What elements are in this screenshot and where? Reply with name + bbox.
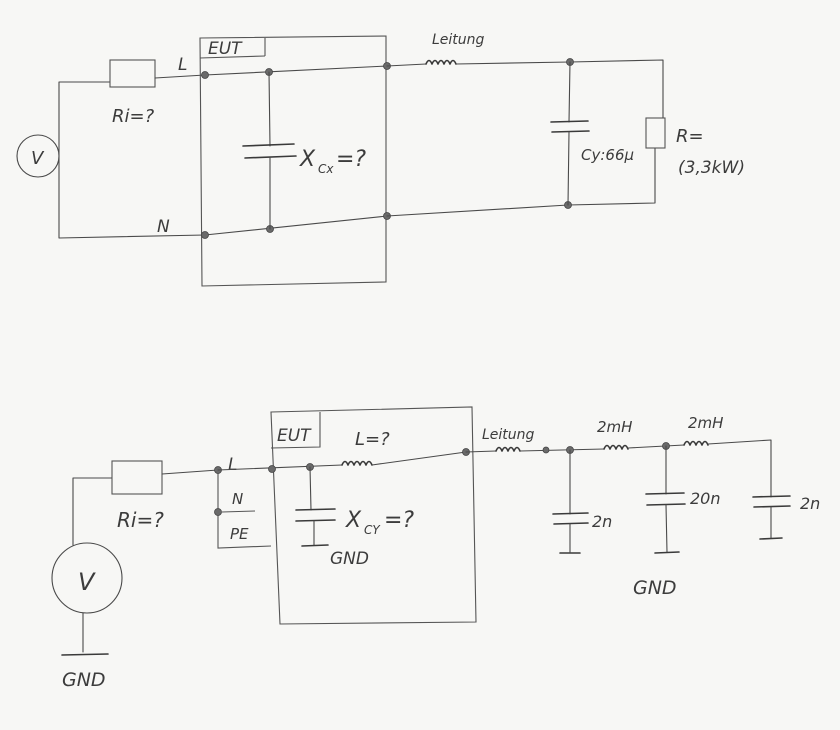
bottom-eut-title-frame [270, 412, 321, 449]
bottom-l-rail-right [371, 451, 467, 466]
bottom-c1-capacitor-plate [553, 522, 589, 525]
bottom-c2-label: 20n [690, 489, 721, 508]
top-source-label: V [31, 148, 45, 169]
bottom-cy-capacitor-plate [295, 519, 336, 522]
top-cy-label: Cy:66µ [581, 146, 634, 164]
top-eut-title-underline [199, 55, 266, 59]
top-cy-capacitor-plate [550, 120, 589, 123]
top-r-load-resistor [645, 117, 666, 149]
bottom-pe-label: PE [230, 525, 249, 543]
bottom-source-gnd-label: GND [62, 669, 106, 691]
bottom-l-inductor-icon [341, 460, 373, 466]
top-cx-lead-upper [268, 71, 271, 147]
bottom-circuit: V GND Ri=? L N PE EUT L=? X [51, 406, 820, 691]
bottom-c3-label: 2n [800, 494, 820, 513]
top-r-value: (3,3kW) [678, 158, 745, 178]
top-leitung-label: Leitung [432, 32, 485, 48]
top-l-line-right [455, 59, 664, 119]
bottom-leitung-inductor-icon [495, 446, 521, 452]
bottom-node [268, 465, 276, 473]
bottom-wire-ind1-ind2 [627, 444, 685, 449]
top-l-rail [204, 65, 388, 76]
bottom-source-label: V [78, 568, 96, 596]
bottom-ind2-inductor-icon [683, 440, 709, 446]
bottom-c1-capacitor-plate [552, 512, 589, 515]
top-l-label: L [178, 55, 187, 75]
bottom-c2-lead-lower [665, 504, 668, 553]
top-source-wire-lower [58, 155, 206, 239]
bottom-cy-ground-icon [301, 544, 329, 547]
top-cx-sub: Cx [318, 162, 334, 176]
top-node [201, 231, 209, 239]
bottom-ri-label: Ri=? [117, 508, 164, 532]
bottom-ri-resistor [111, 460, 163, 495]
top-eut-box [199, 35, 387, 287]
bottom-ind2-label: 2mH [688, 414, 723, 432]
top-n-label: N [157, 217, 170, 237]
top-cx-label: X [299, 147, 316, 172]
bottom-ind1-label: 2mH [597, 418, 632, 436]
bottom-gnd-net-label: GND [633, 577, 677, 599]
bottom-n-pe-divider [221, 510, 256, 513]
bottom-c2-capacitor-plate [645, 492, 685, 495]
bottom-c3-capacitor-plate [753, 505, 791, 508]
bottom-wire-to-c3 [707, 439, 772, 498]
bottom-c3-capacitor-plate [752, 495, 791, 498]
bottom-eut-label: EUT [277, 426, 312, 446]
bottom-l-rail-left [217, 464, 343, 471]
bottom-c3-ground-icon [759, 537, 783, 540]
top-ri-resistor [109, 59, 156, 88]
top-circuit: V Ri=? L N EUT X Cx =? [16, 32, 745, 287]
top-cx-capacitor-plate [244, 155, 297, 159]
bottom-source-wire [72, 477, 113, 546]
bottom-node [542, 446, 550, 454]
bottom-l-label: L [228, 455, 237, 475]
bottom-gnd-eut-label: GND [330, 549, 369, 569]
bottom-wire-to-leitung [465, 450, 497, 453]
bottom-terminal-block [217, 470, 272, 549]
bottom-cy-label: X [345, 508, 362, 533]
bottom-cy-capacitor-plate [295, 508, 336, 511]
bottom-wire-ri-eut [161, 469, 219, 475]
bottom-c2-ground-icon [654, 551, 680, 554]
bottom-source-ground-icon [61, 653, 109, 656]
top-cy-lead-upper [568, 61, 571, 123]
top-eut-label: EUT [208, 39, 243, 59]
top-n-rail [204, 215, 388, 236]
top-n-line-right [386, 147, 656, 217]
top-cy-capacitor-plate [551, 130, 590, 133]
bottom-cy-rest: =? [384, 508, 414, 533]
bottom-cy-sub: CY [364, 523, 381, 537]
bottom-lq-label: L=? [355, 429, 390, 450]
top-r-label: R= [676, 126, 704, 147]
bottom-voltage-source-icon [51, 542, 123, 614]
top-cx-capacitor-plate [242, 143, 295, 147]
bottom-node [214, 508, 222, 516]
bottom-leitung-label: Leitung [482, 427, 535, 443]
bottom-cy-lead-upper [309, 466, 312, 511]
top-cy-lead-lower [567, 131, 570, 206]
top-source-wire-upper [58, 81, 111, 157]
top-ri-label: Ri=? [112, 106, 155, 127]
bottom-ind1-inductor-icon [603, 444, 629, 450]
bottom-c1-label: 2n [592, 512, 612, 531]
top-wire-ri-eut [154, 74, 206, 79]
top-wire-to-leitung [386, 63, 427, 67]
bottom-n-label: N [232, 490, 243, 508]
bottom-wire-to-ind1 [519, 448, 605, 452]
bottom-eut-box [270, 406, 477, 625]
top-node [201, 71, 209, 79]
top-leitung-inductor-icon [425, 59, 457, 65]
top-cx-rest: =? [336, 147, 366, 172]
